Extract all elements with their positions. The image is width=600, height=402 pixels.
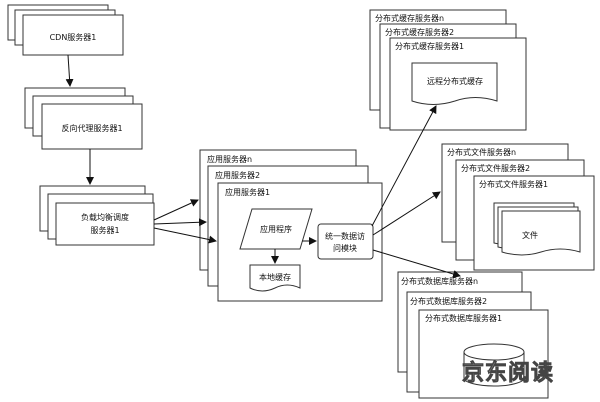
db-server-stack: 分布式数据库服务器n 分布式数据库服务器2 分布式数据库服务器1: [397, 271, 549, 399]
cache-server-n-label: 分布式缓存服务器n: [375, 13, 444, 23]
arrow-lb-to-app-1: [153, 227, 217, 244]
arrow-access-to-cache: [371, 105, 437, 227]
arrow-cdn-to-proxy: [65, 54, 74, 87]
app-program-shape: [239, 208, 313, 250]
load-balancer-stack: 负载均衡调度 服务器1: [39, 185, 155, 246]
reverse-proxy-stack: 反向代理服务器1: [24, 87, 143, 150]
file-label: 文件: [522, 230, 538, 240]
load-balancer-label-line1: 负载均衡调度: [81, 212, 129, 222]
load-balancer-label-line2: 服务器1: [90, 225, 119, 235]
data-access-label-line1: 统一数据访: [325, 231, 365, 241]
watermark: 京东阅读: [462, 360, 554, 386]
app-server-2-label: 应用服务器2: [215, 170, 260, 180]
db-server-n-label: 分布式数据库服务器n: [401, 276, 478, 286]
app-server-stack: 应用服务器n 应用服务器2 应用服务器1 应用程序 本地缓存 统一数据访 问模块: [199, 149, 383, 302]
arrow-lb-to-app-n: [153, 199, 199, 221]
file-server-2-label: 分布式文件服务器2: [461, 163, 530, 173]
cache-server-2-label: 分布式缓存服务器2: [385, 27, 454, 37]
data-access-label-line2: 问模块: [333, 243, 357, 253]
file-server-stack: 分布式文件服务器n 分布式文件服务器2 分布式文件服务器1 文件: [441, 143, 595, 271]
remote-cache-shape: [411, 62, 498, 105]
cache-server-1-label: 分布式缓存服务器1: [395, 41, 464, 51]
local-cache-shape: [249, 264, 301, 292]
cdn-server-label: CDN服务器1: [50, 32, 97, 42]
data-access-module: [317, 223, 374, 260]
file-server-n-label: 分布式文件服务器n: [447, 147, 516, 157]
remote-cache-label: 远程分布式缓存: [427, 76, 483, 86]
connectors: [65, 54, 461, 278]
db-server-2-label: 分布式数据库服务器2: [410, 296, 487, 306]
file-server-1-label: 分布式文件服务器1: [479, 179, 548, 189]
arrow-lb-to-app-2: [153, 218, 207, 227]
cache-server-stack: 分布式缓存服务器n 分布式缓存服务器2 分布式缓存服务器1 远程分布式缓存: [369, 9, 527, 131]
app-server-1-label: 应用服务器1: [225, 187, 270, 197]
arrow-access-to-db: [372, 249, 461, 278]
reverse-proxy-label: 反向代理服务器1: [61, 123, 122, 133]
file-document-stack: [493, 202, 581, 256]
cdn-server-stack: CDN服务器1: [7, 4, 124, 56]
local-cache-label: 本地缓存: [259, 272, 291, 282]
app-program-label: 应用程序: [260, 224, 292, 234]
app-server-n-label: 应用服务器n: [207, 154, 252, 164]
db-server-1-label: 分布式数据库服务器1: [425, 313, 502, 323]
arrow-access-to-file: [372, 191, 441, 236]
database-cylinder: [463, 343, 525, 387]
